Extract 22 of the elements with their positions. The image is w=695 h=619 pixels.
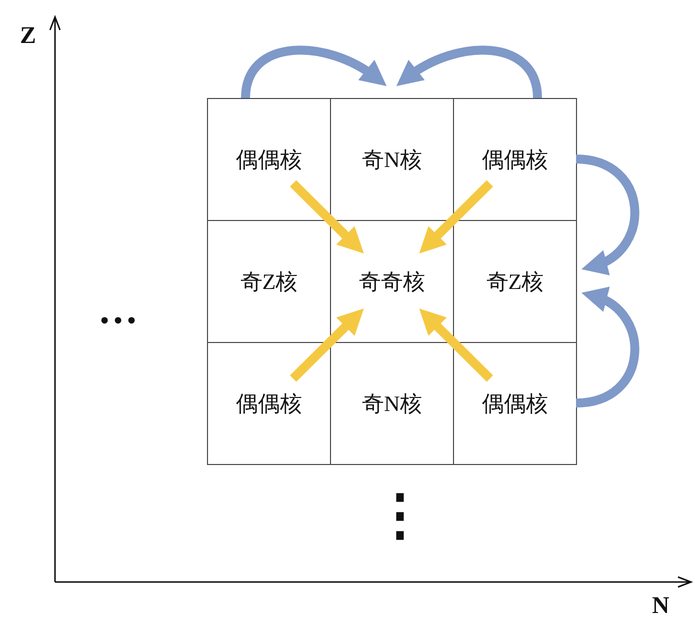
arrow bbox=[419, 180, 494, 254]
nucleus-label: 奇奇核 bbox=[359, 268, 425, 296]
nucleus-label: 奇Z核 bbox=[486, 268, 544, 296]
nucleus-label: 偶偶核 bbox=[482, 146, 548, 174]
arrow bbox=[241, 46, 388, 99]
nucleus-label: 奇N核 bbox=[362, 146, 422, 174]
nucleus-label: 偶偶核 bbox=[236, 146, 302, 174]
nucleus-label: 奇N核 bbox=[362, 390, 422, 418]
grid-cell bbox=[453, 98, 577, 221]
nucleus-label: 偶偶核 bbox=[236, 390, 302, 418]
arrow bbox=[396, 46, 542, 99]
grid-cell bbox=[453, 342, 577, 465]
grid-cell bbox=[207, 342, 331, 465]
ellipsis: ⋮ bbox=[372, 488, 428, 544]
axis-label: N bbox=[652, 594, 670, 618]
grid-cell bbox=[207, 98, 331, 221]
nucleus-label: 奇Z核 bbox=[240, 268, 298, 296]
nucleus-label: 偶偶核 bbox=[482, 390, 548, 418]
arrow bbox=[576, 154, 639, 274]
arrow bbox=[576, 288, 639, 408]
axis-label: Z bbox=[20, 24, 36, 48]
ellipsis: … bbox=[98, 290, 138, 330]
